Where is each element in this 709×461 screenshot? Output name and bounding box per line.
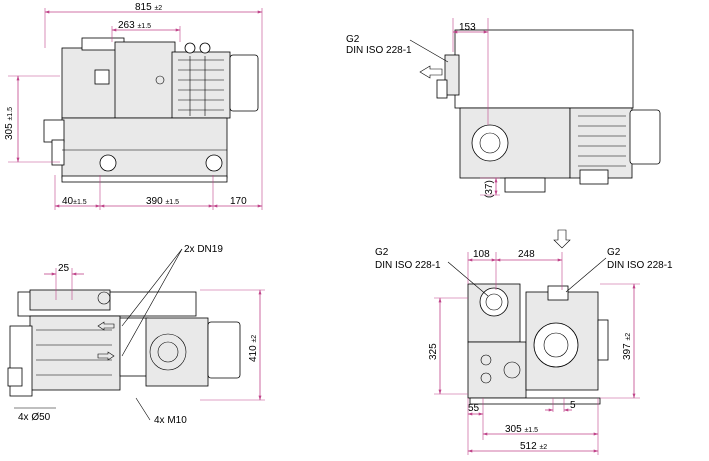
- dim-left-offset: 55: [468, 403, 480, 414]
- dim-left-foot: 40±1.5: [62, 196, 87, 207]
- inlet-label-2: DIN ISO 228-1: [375, 260, 441, 271]
- motor-fan-cover: [171, 51, 231, 119]
- dim-drain: (37): [484, 180, 495, 198]
- dim-inlet-width: 108: [473, 249, 490, 260]
- view-top: 25 2x DN19 410 ±2 4x Ø50 4x M10: [7, 244, 265, 426]
- bolts-label: 4x M10: [154, 415, 187, 426]
- view-side: G2 DIN ISO 228-1 153 (37): [346, 18, 661, 198]
- dim-outlet-offset: 248: [518, 249, 535, 260]
- view-front: 815 ±2 263 ±1.5 305 ±1.5 40±1.5 390 ±1.5…: [4, 2, 263, 210]
- dim-height-top: 410 ±2: [248, 335, 259, 362]
- motor-fan: [569, 107, 633, 179]
- motor-end: [229, 54, 259, 112]
- dim-small: 5: [570, 400, 576, 411]
- connection-label-2: DIN ISO 228-1: [346, 45, 412, 56]
- dim-height-end: 325: [428, 343, 439, 360]
- dim-height: 305 ±1.5: [4, 107, 15, 140]
- outlet-label-1: G2: [607, 247, 621, 258]
- dim-overall-width-end: 512 ±2: [520, 441, 547, 452]
- view-end: G2 DIN ISO 228-1 G2 DIN ISO 228-1 108 24…: [375, 229, 673, 455]
- dim-foot-spacing-end: 305 ±1.5: [505, 424, 538, 435]
- inlet-arrow-icon: [553, 229, 571, 249]
- inlet-label-1: G2: [375, 247, 389, 258]
- pump-body-top: [29, 315, 121, 391]
- connection-label-1: G2: [346, 34, 360, 45]
- pump-head: [61, 47, 125, 119]
- dim-flange-spacing: 25: [58, 263, 70, 274]
- connection-label: 2x DN19: [184, 244, 223, 255]
- dim-overall-width: 815 ±2: [135, 2, 162, 13]
- dim-right: 170: [230, 196, 247, 207]
- dim-connection-offset: 153: [459, 22, 476, 33]
- flow-arrow-in-icon: [97, 321, 115, 331]
- oil-separator: [454, 29, 634, 109]
- holes-label: 4x Ø50: [18, 412, 51, 423]
- motor-top: [145, 317, 209, 387]
- dim-foot-spacing: 390 ±1.5: [146, 196, 179, 207]
- pump-body: [61, 117, 228, 179]
- outlet-arrow-icon: [419, 65, 443, 79]
- dim-offset: 263 ±1.5: [118, 20, 151, 31]
- flow-arrow-out-icon: [97, 351, 115, 361]
- dim-overall-height: 397 ±2: [622, 333, 633, 360]
- outlet-label-2: DIN ISO 228-1: [607, 260, 673, 271]
